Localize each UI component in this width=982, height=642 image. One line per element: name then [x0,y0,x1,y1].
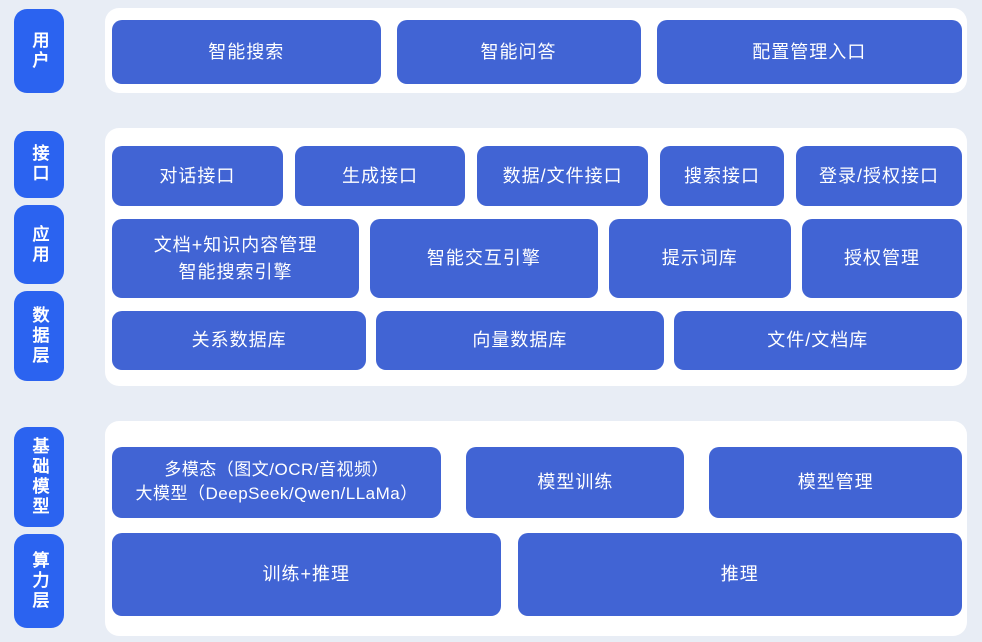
user-tab-column: 用户 [14,8,64,93]
model-row: 多模态（图文/OCR/音视频） 大模型（DeepSeek/Qwen/LLaMa）… [112,447,962,518]
block-generation-api: 生成接口 [294,146,466,207]
user-section: 用户 智能搜索 智能问答 配置管理入口 [14,8,967,93]
compute-row: 训练+推理 推理 [112,532,962,616]
block-data-file-api: 数据/文件接口 [477,146,649,207]
layer-tab-data-layer: 数据层 [14,291,64,381]
block-smart-qa: 智能问答 [396,20,641,84]
block-search-api: 搜索接口 [660,146,785,207]
platform-tab-column: 接口 应用 数据层 [14,128,64,386]
block-relational-db: 关系数据库 [112,310,367,370]
block-model-training: 模型训练 [466,447,685,518]
layer-tab-user: 用户 [14,9,64,93]
platform-section: 接口 应用 数据层 对话接口 生成接口 数据/文件接口 搜索接口 登录/授权接口… [14,128,967,386]
model-section: 基础模型 算力层 多模态（图文/OCR/音视频） 大模型（DeepSeek/Qw… [14,421,967,636]
layer-tab-foundation-model: 基础模型 [14,427,64,528]
layer-tab-interface: 接口 [14,131,64,198]
block-doc-knowledge-search-engine: 文档+知识内容管理 智能搜索引擎 [112,219,360,298]
block-auth-management: 授权管理 [802,219,963,298]
data-row: 关系数据库 向量数据库 文件/文档库 [112,310,962,370]
layer-tab-application: 应用 [14,204,64,285]
platform-panel: 对话接口 生成接口 数据/文件接口 搜索接口 登录/授权接口 文档+知识内容管理… [105,128,967,386]
user-panel: 智能搜索 智能问答 配置管理入口 [105,8,967,93]
interface-row: 对话接口 生成接口 数据/文件接口 搜索接口 登录/授权接口 [112,146,963,207]
model-panel: 多模态（图文/OCR/音视频） 大模型（DeepSeek/Qwen/LLaMa）… [105,421,967,636]
block-model-management: 模型管理 [709,447,962,518]
block-vector-db: 向量数据库 [376,310,664,370]
layer-tab-compute-layer: 算力层 [14,534,64,628]
block-config-entry: 配置管理入口 [656,20,962,84]
block-training-inference: 训练+推理 [112,532,501,616]
block-smart-search: 智能搜索 [112,20,381,84]
block-file-doc-library: 文件/文档库 [673,310,962,370]
block-multimodal-llm: 多模态（图文/OCR/音视频） 大模型（DeepSeek/Qwen/LLaMa） [112,447,442,518]
block-dialog-api: 对话接口 [112,146,283,207]
user-row: 智能搜索 智能问答 配置管理入口 [112,20,962,84]
block-prompt-library: 提示词库 [608,219,792,298]
application-row: 文档+知识内容管理 智能搜索引擎 智能交互引擎 提示词库 授权管理 [112,219,963,298]
block-login-auth-api: 登录/授权接口 [796,146,963,207]
block-interaction-engine: 智能交互引擎 [370,219,598,298]
model-tab-column: 基础模型 算力层 [14,421,64,636]
block-inference: 推理 [517,532,962,616]
